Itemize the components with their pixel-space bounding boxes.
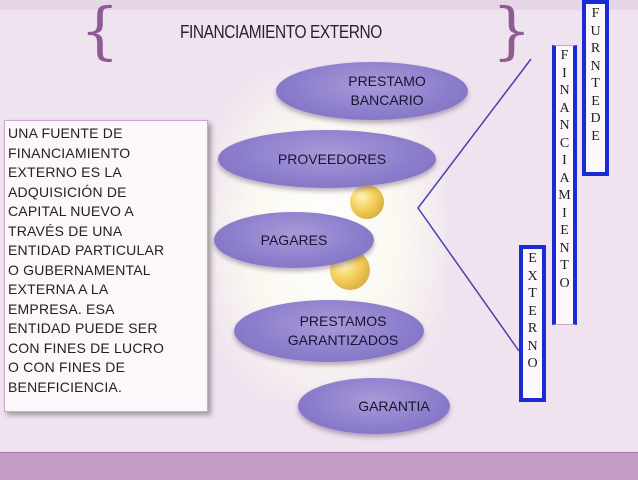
- vertical-letter: T: [528, 286, 537, 301]
- source-garantia: GARANTIA: [298, 378, 450, 434]
- source-pagares: PAGARES: [214, 212, 374, 268]
- description-line: CAPITAL NUEVO A: [8, 203, 134, 219]
- description-line: EMPRESA. ESA: [8, 300, 115, 317]
- source-prestamo-bancario: PRESTAMO BANCARIO: [276, 62, 468, 120]
- description-line: O GUBERNAMENTAL: [8, 261, 151, 278]
- right-brace-icon: }: [492, 0, 532, 67]
- description-line: EXTERNO ES LA: [8, 164, 122, 180]
- vertical-letter: R: [527, 321, 538, 336]
- description-text: UNA FUENTE DE FINANCIAMIENTO EXTERNO ES LA…: [8, 124, 205, 397]
- description-line: FINANCIAMIENTO: [8, 144, 131, 161]
- vertical-letter: E: [528, 303, 537, 319]
- vertical-letter: I: [562, 65, 567, 81]
- coin-icon: [350, 185, 384, 219]
- vertical-letter: N: [559, 118, 570, 133]
- vertical-letter: F: [591, 6, 600, 21]
- vertical-letter: N: [559, 240, 570, 256]
- source-label: PRESTAMO BANCARIO: [348, 73, 426, 108]
- connector-line: [417, 58, 532, 352]
- vertical-letter: F: [560, 48, 569, 63]
- footer-band: [0, 452, 638, 480]
- vertical-letter: T: [591, 76, 600, 91]
- description-line: ENTIDAD PUEDE SER: [8, 320, 158, 336]
- slide-title: FINANCIAMIENTO EXTERNO: [180, 22, 382, 42]
- vertical-letter: C: [559, 135, 570, 151]
- source-label: PRESTAMOS GARANTIZADOS: [287, 313, 399, 348]
- description-line: TRAVÉS DE UNA: [8, 222, 123, 239]
- vertical-letter: E: [591, 128, 600, 144]
- vertical-letter: R: [590, 41, 601, 56]
- description-line: O CON FINES DE: [8, 359, 126, 375]
- vertical-letter: N: [527, 338, 538, 354]
- vertical-letter: E: [528, 251, 537, 266]
- description-line: BENEFICIENCIA.: [8, 378, 123, 395]
- left-brace-icon: {: [80, 0, 120, 67]
- vertical-letter: X: [527, 268, 538, 284]
- vertical-letter: T: [560, 258, 569, 273]
- vertical-letter: A: [559, 100, 570, 116]
- vertical-letter: N: [559, 83, 570, 98]
- vertical-letter: A: [559, 170, 570, 186]
- vertical-letter: E: [560, 223, 569, 238]
- description-line: ENTIDAD PARTICULAR: [8, 242, 165, 258]
- vertical-letter: E: [591, 93, 600, 109]
- vertical-letter: N: [590, 58, 601, 74]
- description-line: UNA FUENTE DE: [8, 125, 123, 141]
- description-line: CON FINES DE LUCRO: [8, 339, 165, 356]
- source-proveedores: PROVEEDORES: [218, 130, 436, 188]
- source-prestamos-garantizados: PRESTAMOS GARANTIZADOS: [234, 300, 424, 362]
- source-label: PAGARES: [260, 231, 328, 248]
- vertical-letter: I: [562, 153, 567, 168]
- vertical-letter: D: [590, 111, 601, 126]
- source-label: PROVEEDORES: [277, 150, 387, 167]
- vertical-letter: M: [558, 188, 571, 203]
- vertical-letter: U: [590, 23, 601, 39]
- top-band: [0, 0, 638, 10]
- description-box: UNA FUENTE DE FINANCIAMIENTO EXTERNO ES LA…: [4, 120, 208, 412]
- vertical-letter: O: [527, 356, 538, 371]
- description-line: EXTERNA A LA: [8, 281, 109, 297]
- description-line: ADQUISICIÓN DE: [8, 183, 127, 200]
- vertical-letter: O: [559, 275, 570, 291]
- source-label: GARANTIA: [358, 397, 430, 414]
- vertical-letter: I: [562, 205, 567, 221]
